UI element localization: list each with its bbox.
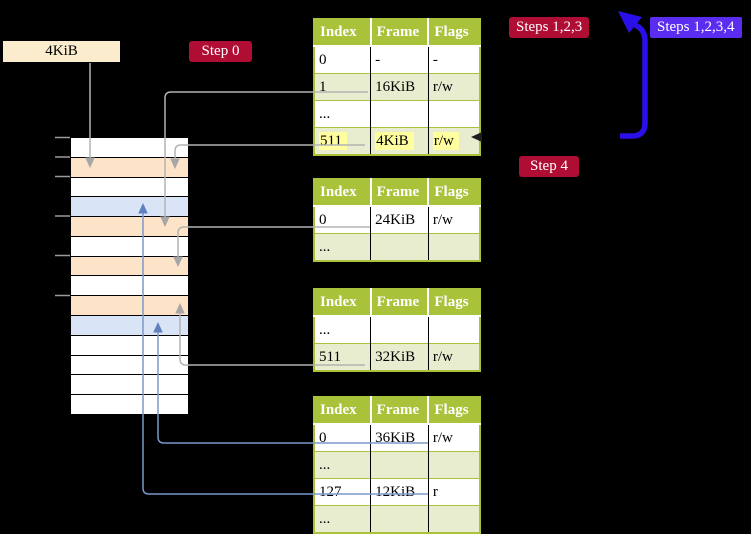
cell-frame: 24KiB xyxy=(375,211,416,228)
cell-index: ... xyxy=(319,105,331,122)
page-size-label: 4KiB xyxy=(3,41,120,62)
page-table-2: Index Frame Flags 0 24KiB r/w ... xyxy=(313,178,481,262)
column-header: Frame xyxy=(370,179,430,207)
memory-frame-row xyxy=(71,217,188,237)
cell-frame: 4KiB xyxy=(375,131,414,150)
memory-frame-row xyxy=(71,375,188,396)
column-header: Index xyxy=(314,19,372,47)
cell-index: 0 xyxy=(319,51,327,68)
table-row: 1 16KiB r/w xyxy=(314,73,480,101)
column-header: Flags xyxy=(428,179,480,207)
memory-frame-row xyxy=(71,335,188,356)
table-row: ... xyxy=(314,505,480,533)
physical-memory-column xyxy=(70,137,189,415)
column-header: Frame xyxy=(370,397,430,425)
memory-frame-row xyxy=(71,197,188,218)
memory-frame-row xyxy=(71,256,188,277)
memory-frame-row xyxy=(71,316,188,336)
cell-flags: r/w xyxy=(432,348,453,365)
badge-steps-1-2-3-4: Steps 1,2,3,4 xyxy=(650,17,742,38)
cell-flags: r/w xyxy=(432,429,453,446)
cell-flags: - xyxy=(432,51,438,68)
table-row: 127 12KiB r xyxy=(314,478,480,506)
badge-steps-1-2-3-text: Steps 1,2,3 xyxy=(516,19,583,35)
memory-frame-row xyxy=(71,355,188,376)
cell-frame: 16KiB xyxy=(375,78,416,95)
column-header: Flags xyxy=(428,289,480,317)
table-header-row: Index Frame Flags xyxy=(314,289,480,317)
cell-frame: 36KiB xyxy=(375,429,416,446)
cell-index: 511 xyxy=(319,131,347,150)
cell-frame: 12KiB xyxy=(375,483,416,500)
table-header-row: Index Frame Flags xyxy=(314,19,480,47)
cell-frame: 32KiB xyxy=(375,348,416,365)
table-header-row: Index Frame Flags xyxy=(314,179,480,207)
cell-index: 0 xyxy=(319,429,327,446)
page-table-4: Index Frame Flags 0 36KiB r/w ... 127 12… xyxy=(313,396,481,534)
cell-index: 0 xyxy=(319,211,327,228)
table-row: 0 24KiB r/w xyxy=(314,205,480,234)
table-row: 0 36KiB r/w xyxy=(314,423,480,452)
cell-flags: r/w xyxy=(432,211,453,228)
table-row: ... xyxy=(314,100,480,128)
cell-index: 1 xyxy=(319,78,327,95)
table-header-row: Index Frame Flags xyxy=(314,397,480,425)
badge-steps-1-2-3-4-text: Steps 1,2,3,4 xyxy=(657,19,735,35)
page-table-3: Index Frame Flags ... 511 32KiB r/w xyxy=(313,288,481,372)
memory-frame-row xyxy=(71,177,188,198)
table-row: 511 32KiB r/w xyxy=(314,343,480,371)
column-header: Frame xyxy=(370,289,430,317)
badge-steps-1-2-3: Steps 1,2,3 xyxy=(509,17,590,38)
column-header: Flags xyxy=(428,19,480,47)
table-row: ... xyxy=(314,233,480,261)
badge-step-4-text: Step 4 xyxy=(530,158,568,174)
cell-flags: r/w xyxy=(432,78,453,95)
column-header: Index xyxy=(314,289,372,317)
cell-index: ... xyxy=(319,238,331,255)
cell-flags: r/w xyxy=(432,131,459,150)
column-header: Index xyxy=(314,397,372,425)
cell-frame: - xyxy=(375,51,381,68)
memory-address-ticks xyxy=(55,136,70,297)
table-row-highlighted: 511 4KiB r/w xyxy=(314,127,480,155)
memory-frame-row xyxy=(71,236,188,257)
cell-index: ... xyxy=(319,510,331,527)
cell-flags: r xyxy=(432,483,438,500)
column-header: Frame xyxy=(370,19,430,47)
cell-index: 511 xyxy=(319,348,341,365)
page-size-label-text: 4KiB xyxy=(45,43,78,59)
cell-index: ... xyxy=(319,321,331,338)
table-row: ... xyxy=(314,315,480,344)
badge-step-0: Step 0 xyxy=(189,41,252,62)
table-row: ... xyxy=(314,451,480,479)
steps-loop-arrowhead-icon xyxy=(618,11,642,33)
badge-step-0-text: Step 0 xyxy=(201,43,240,59)
cell-index: 127 xyxy=(319,483,342,500)
column-header: Flags xyxy=(428,397,480,425)
memory-frame-row xyxy=(71,276,188,297)
memory-frame-row xyxy=(71,296,188,317)
badge-step-4: Step 4 xyxy=(519,156,579,177)
memory-frame-row xyxy=(71,157,188,178)
memory-frame-row xyxy=(71,138,188,158)
cell-index: ... xyxy=(319,456,331,473)
page-table-1: Index Frame Flags 0 - - 1 16KiB r/w ... … xyxy=(313,18,481,156)
column-header: Index xyxy=(314,179,372,207)
memory-frame-row xyxy=(71,395,188,414)
steps-loop-arrow xyxy=(620,22,648,139)
table-row: 0 - - xyxy=(314,45,480,74)
